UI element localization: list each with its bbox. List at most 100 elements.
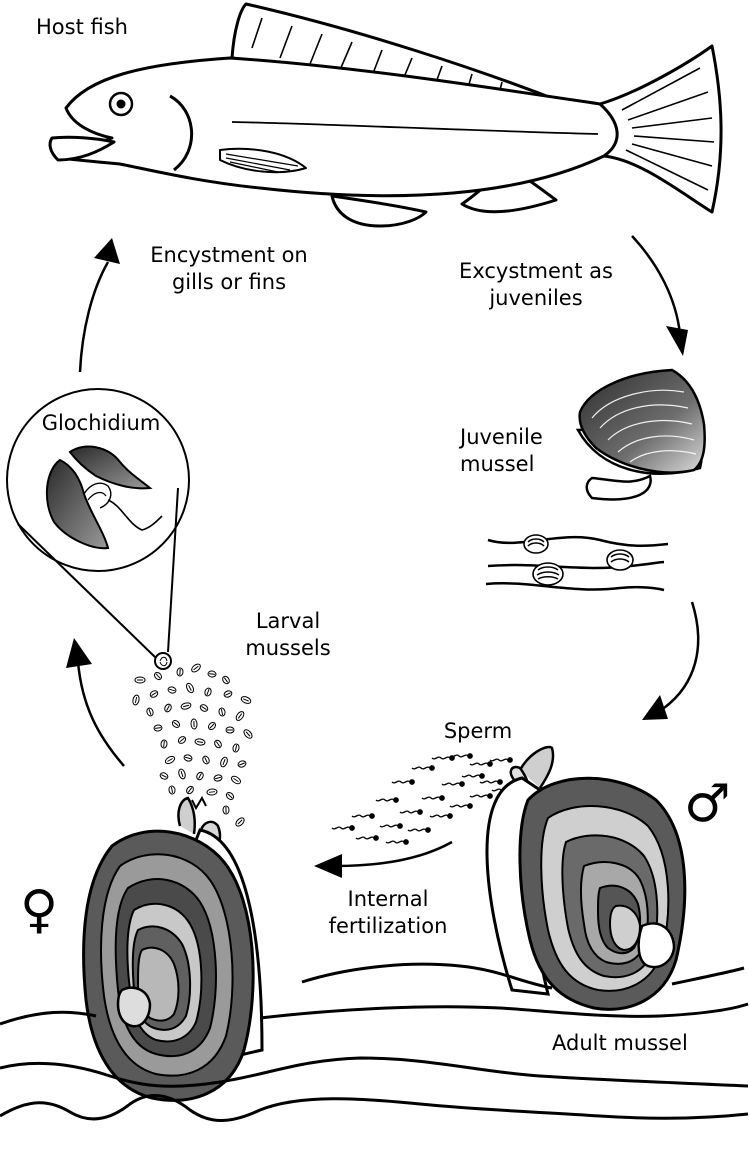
sperm-cloud: [331, 753, 515, 845]
larva: [186, 785, 194, 795]
label-encystment: Encystment on gills or fins: [138, 242, 320, 296]
sperm-cell: [391, 779, 415, 785]
fish-body: [58, 56, 619, 198]
female-adult-mussel: [82, 795, 264, 1102]
sperm-cell: [331, 825, 355, 831]
sperm-cell: [461, 773, 485, 779]
sperm-cell: [469, 793, 493, 799]
sperm-cell: [429, 813, 453, 819]
larva: [225, 792, 235, 800]
larva: [134, 676, 146, 684]
cycle-arrows: [76, 235, 700, 868]
fish-lateral-line: [231, 121, 599, 135]
juvenile-mussels-on-bed: [523, 534, 634, 586]
arrow-encystment: [78, 261, 110, 373]
larva: [176, 667, 184, 677]
sperm-cell: [399, 809, 423, 815]
label-larval-mussels: Larval mussels: [236, 608, 340, 662]
glochidium-larva: [45, 445, 163, 550]
sperm-cell: [385, 839, 409, 845]
arrow-heads: [66, 238, 688, 878]
larval-cloud: [132, 663, 253, 827]
larva: [213, 774, 223, 782]
larva: [240, 696, 252, 704]
sperm-cell: [441, 781, 465, 787]
larva: [206, 788, 218, 796]
sperm-cell: [411, 765, 435, 771]
larva: [146, 707, 154, 717]
sperm-cell: [469, 761, 493, 767]
arrow-larval-release: [76, 661, 125, 767]
larva: [237, 760, 247, 768]
label-sperm: Sperm: [443, 719, 513, 743]
larva: [223, 690, 233, 698]
larva: [190, 718, 198, 730]
fish-pelvic-fin: [330, 194, 428, 228]
label-internal-fertilization: Internal fertilization: [318, 886, 458, 940]
sperm-cell: [489, 757, 513, 763]
larva: [183, 754, 193, 762]
glochidium-source: [154, 652, 172, 670]
arrow-fertilization: [335, 840, 453, 868]
larva: [160, 739, 168, 749]
label-larval-line1: Larval: [255, 609, 321, 633]
larva: [177, 736, 187, 744]
larva: [149, 690, 159, 698]
larva: [207, 721, 217, 731]
larva: [230, 775, 242, 785]
larva: [178, 768, 186, 780]
sperm-cell: [379, 823, 403, 829]
label-fertilization-line1: Internal: [347, 887, 429, 911]
label-glochidium: Glochidium: [41, 411, 161, 435]
larva: [218, 707, 226, 717]
larva: [222, 675, 230, 685]
fish-tail: [598, 44, 723, 214]
larva: [214, 739, 222, 749]
host-fish: [48, 2, 723, 228]
larva: [235, 711, 245, 721]
larva: [194, 738, 206, 746]
larva: [164, 755, 176, 765]
fish-gill: [169, 94, 194, 172]
sediment-lines: [0, 962, 749, 1122]
larva: [159, 772, 169, 780]
larva: [167, 686, 177, 694]
label-adult-mussel: Adult mussel: [552, 1031, 688, 1055]
sperm-cell: [355, 835, 379, 841]
label-larval-line2: mussels: [245, 636, 331, 660]
juvenile-streambed: [485, 535, 669, 592]
larva: [220, 756, 228, 768]
larva: [180, 702, 192, 710]
larva: [199, 704, 209, 712]
sperm-cell: [351, 813, 375, 819]
larva: [235, 817, 245, 827]
arrow-juvenile-to-adult: [663, 601, 700, 709]
larva: [243, 729, 253, 739]
female-symbol: ♀: [20, 880, 59, 940]
larva: [222, 805, 230, 815]
juvenile-mussel-shell: [575, 368, 706, 501]
label-excystment: Excystment as juveniles: [452, 258, 620, 312]
larva: [202, 755, 210, 765]
larva: [225, 726, 235, 734]
larva: [191, 663, 201, 673]
larva: [196, 771, 204, 781]
sperm-cell: [449, 803, 473, 809]
larva: [153, 671, 163, 681]
label-host-fish: Host fish: [36, 15, 128, 39]
label-juvenile-line2: mussel: [460, 452, 535, 476]
larva: [204, 687, 212, 697]
male-adult-mussel: [485, 745, 687, 1011]
sperm-cell: [449, 753, 473, 759]
sperm-cell: [407, 827, 431, 833]
larva: [168, 785, 176, 795]
larva: [153, 724, 163, 732]
label-excystment-line2: juveniles: [489, 286, 583, 310]
label-juvenile-line1: Juvenile: [460, 425, 543, 449]
sperm-cell: [421, 795, 445, 801]
label-encystment-line2: gills or fins: [171, 270, 287, 294]
larva: [164, 703, 172, 713]
larva: [232, 743, 240, 753]
